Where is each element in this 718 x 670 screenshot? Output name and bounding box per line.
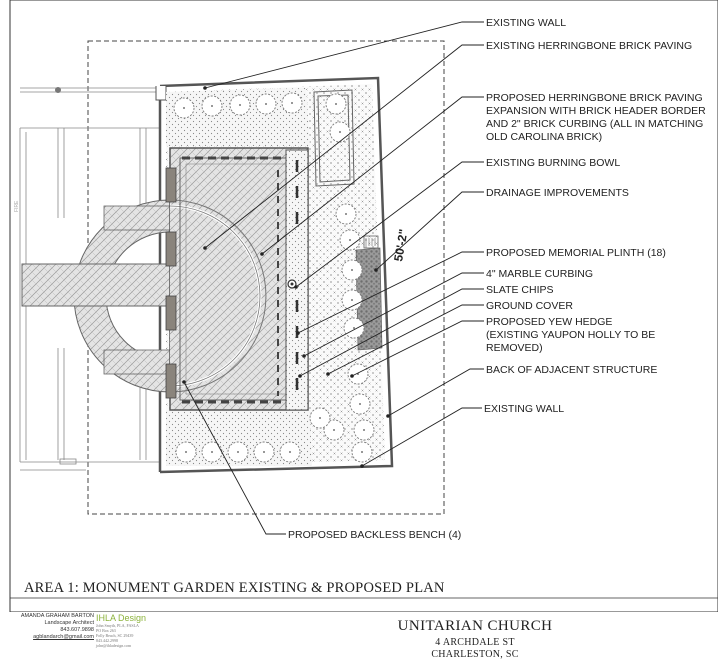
drainage-grate-lines: [365, 238, 376, 246]
shrub-center: [351, 269, 353, 271]
burning-bowl-center: [290, 282, 294, 286]
proposed-herringbone-paving: [169, 147, 309, 411]
shrub-center: [351, 299, 353, 301]
client-street: 4 ARCHDALE ST: [435, 637, 515, 648]
area-limit-dashed: [87, 40, 445, 515]
shrub-center: [263, 451, 265, 453]
shrub-center: [265, 103, 267, 105]
label-proposed-paving-1: PROPOSED HERRINGBONE BRICK PAVING: [486, 92, 703, 104]
label-yew-hedge-3: REMOVED): [486, 342, 543, 354]
firm-detail-line: john@ihladesign.com: [96, 643, 132, 648]
faint-tag: FIRE: [14, 200, 20, 212]
shrub-center: [185, 451, 187, 453]
firm-detail-line: 843.442.2998: [96, 638, 118, 643]
designer-block: AMANDA GRAHAM BARTON Landscape Architect…: [4, 613, 94, 641]
label-proposed-paving-3: AND 2" BRICK CURBING (ALL IN MATCHING: [486, 118, 703, 130]
shrub-center: [359, 403, 361, 405]
site-plan-drawing: 50'-2" FIRE EXISTING WALL EXISTING HERRI…: [9, 0, 718, 612]
shrub-center: [345, 213, 347, 215]
label-yew-hedge-2: (EXISTING YAUPON HOLLY TO BE: [486, 329, 655, 341]
designer-email: agblandarch@gmail.com: [33, 634, 94, 640]
designer-name: AMANDA GRAHAM BARTON: [20, 613, 94, 619]
label-existing-wall-top: EXISTING WALL: [486, 17, 566, 29]
shrub-center: [353, 327, 355, 329]
label-drainage: DRAINAGE IMPROVEMENTS: [486, 187, 629, 199]
sheet-border: [9, 0, 718, 612]
marble-curbed-walk: [285, 149, 309, 411]
title-block: AMANDA GRAHAM BARTON Landscape Architect…: [0, 612, 718, 670]
firm-detail-line: John Smyth, PLA, FASLA: [96, 623, 139, 628]
label-memorial-plinth: PROPOSED MEMORIAL PLINTH (18): [486, 247, 666, 259]
label-ground-cover: GROUND COVER: [486, 300, 573, 312]
shrub-center: [363, 429, 365, 431]
firm-detail-line: PO Box 263: [96, 628, 116, 633]
shrub-center: [211, 105, 213, 107]
leader-lines: [183, 21, 484, 535]
shrub-center: [211, 451, 213, 453]
client-city: CHARLESTON, SC: [431, 649, 519, 660]
label-marble-curbing: 4" MARBLE CURBING: [486, 268, 593, 280]
label-yew-hedge-1: PROPOSED YEW HEDGE: [486, 316, 612, 328]
adjacent-building-lines: [19, 87, 160, 471]
label-backless-bench: PROPOSED BACKLESS BENCH (4): [288, 529, 461, 541]
label-proposed-paving-4: OLD CAROLINA BRICK): [486, 131, 602, 143]
label-proposed-paving-2: EXPANSION WITH BRICK HEADER BORDER: [486, 105, 706, 117]
label-burning-bowl: EXISTING BURNING BOWL: [486, 157, 620, 169]
shrub-center: [239, 104, 241, 106]
dimension-text: 50'-2": [391, 228, 410, 262]
designer-phone: 843.607.9898: [60, 627, 94, 633]
shrub-center: [349, 239, 351, 241]
label-slate-chips: SLATE CHIPS: [486, 284, 554, 296]
client-name: UNITARIAN CHURCH: [397, 618, 553, 634]
leader-dots: [182, 86, 390, 468]
shrub-center: [361, 451, 363, 453]
shrub-center: [237, 451, 239, 453]
firm-details: John Smyth, PLA, FASLA PO Box 263 Folly …: [96, 623, 166, 648]
label-adjacent-structure: BACK OF ADJACENT STRUCTURE: [486, 364, 657, 376]
designer-role: Landscape Architect: [44, 620, 94, 626]
firm-logo: IHLA Design: [96, 613, 147, 623]
shrub-plantings: [173, 92, 375, 463]
client-block: UNITARIAN CHURCH 4 ARCHDALE ST CHARLESTO…: [355, 618, 595, 660]
label-existing-wall-bottom: EXISTING WALL: [484, 403, 564, 415]
existing-herringbone-paving: [21, 199, 171, 393]
backless-benches: [165, 167, 177, 399]
label-existing-paving: EXISTING HERRINGBONE BRICK PAVING: [486, 40, 692, 52]
shrub-center: [333, 429, 335, 431]
shrub-center: [335, 103, 337, 105]
shrub-center: [291, 102, 293, 104]
drainage-grate: [363, 235, 379, 249]
shrub-center: [183, 107, 185, 109]
plan-title: AREA 1: MONUMENT GARDEN EXISTING & PROPO…: [24, 580, 445, 596]
wall-pier: [155, 86, 167, 101]
shrub-center: [289, 451, 291, 453]
firm-detail-line: Folly Beach, SC 29439: [96, 633, 134, 638]
shrub-center: [339, 131, 341, 133]
shrub-center: [319, 417, 321, 419]
